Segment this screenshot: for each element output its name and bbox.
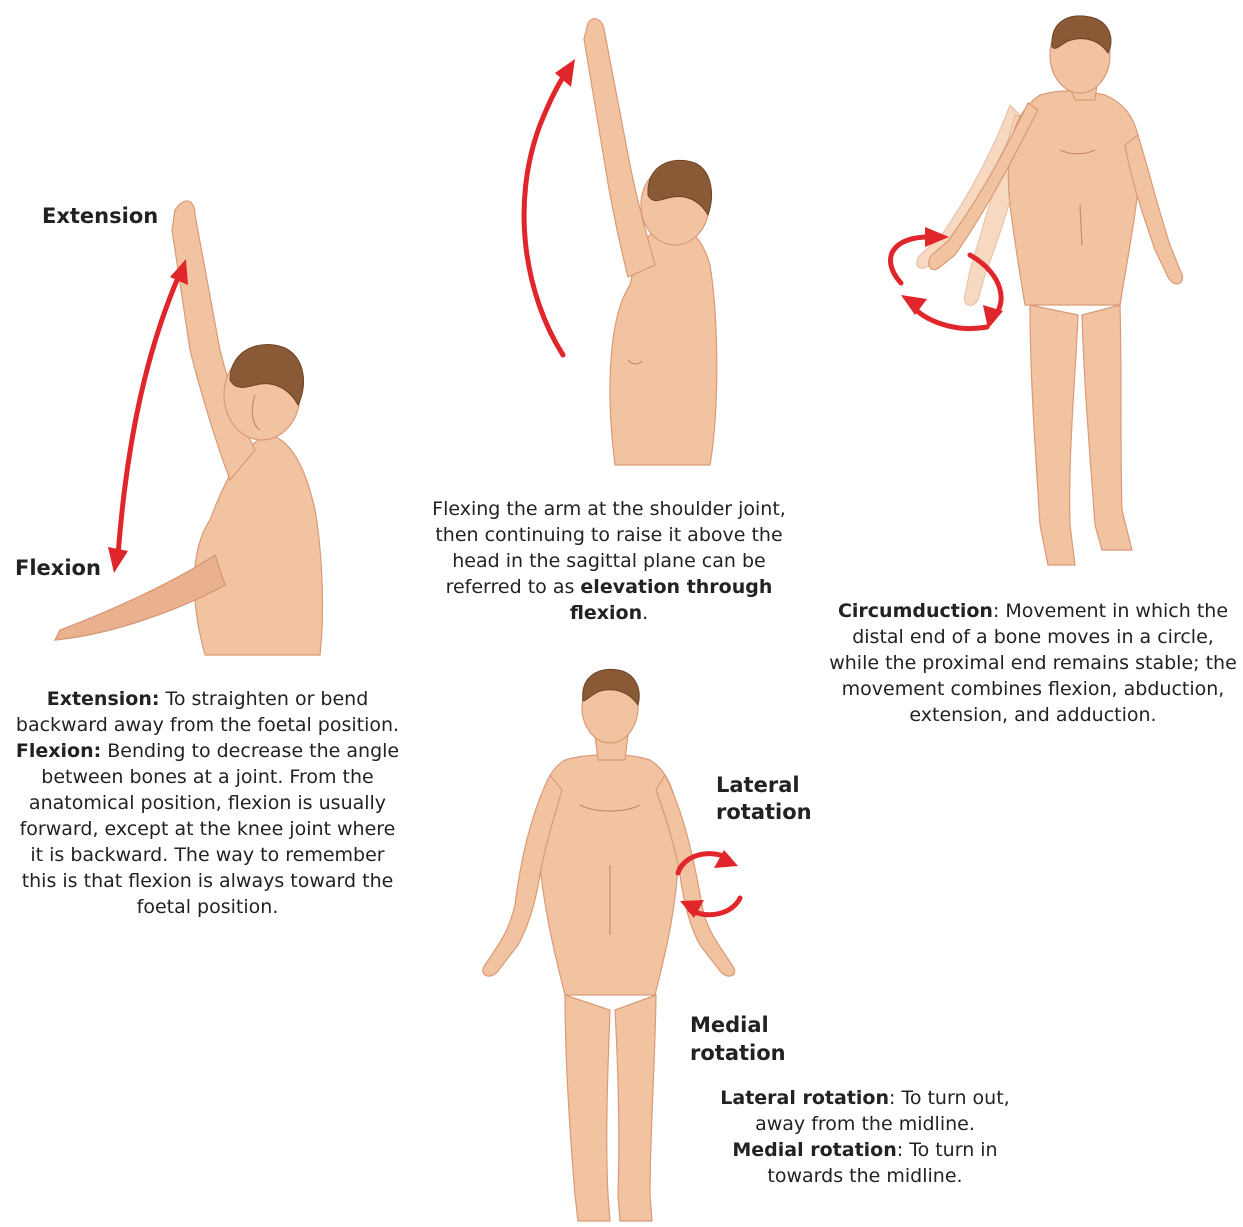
medial-rotation-label-line2: rotation — [690, 1039, 786, 1067]
circumduction-caption: Circumduction: Movement in which the dis… — [828, 598, 1238, 728]
elevation-figure — [560, 15, 750, 475]
rotation-caption: Lateral rotation: To turn out, away from… — [700, 1085, 1030, 1189]
flexion-extension-arrow — [100, 255, 200, 585]
medial-rotation-term: Medial rotation — [732, 1139, 896, 1161]
lateral-rotation-label: Lateral rotation — [716, 772, 812, 826]
circumduction-arrow — [875, 225, 1015, 340]
flexion-definition: Bending to decrease the angle between bo… — [20, 740, 400, 918]
rotation-arrows — [668, 838, 758, 928]
extension-label: Extension — [42, 202, 158, 230]
extension-term: Extension: — [47, 688, 160, 710]
flexion-term: Flexion: — [16, 740, 101, 762]
lateral-rotation-label-line1: Lateral — [716, 772, 812, 799]
elevation-text-end: . — [642, 602, 648, 624]
elevation-arrow — [505, 55, 585, 365]
medial-rotation-label: Medial rotation — [690, 1011, 786, 1067]
circumduction-term: Circumduction — [838, 600, 993, 622]
elevation-term: elevation through flexion — [570, 576, 773, 624]
flexion-extension-caption: Extension: To straighten or bend backwar… — [15, 686, 400, 920]
elevation-caption: Flexing the arm at the shoulder joint, t… — [418, 496, 800, 626]
lateral-rotation-label-line2: rotation — [716, 799, 812, 826]
medial-rotation-label-line1: Medial — [690, 1011, 786, 1039]
flexion-label: Flexion — [15, 554, 101, 582]
lateral-rotation-term: Lateral rotation — [720, 1087, 889, 1109]
